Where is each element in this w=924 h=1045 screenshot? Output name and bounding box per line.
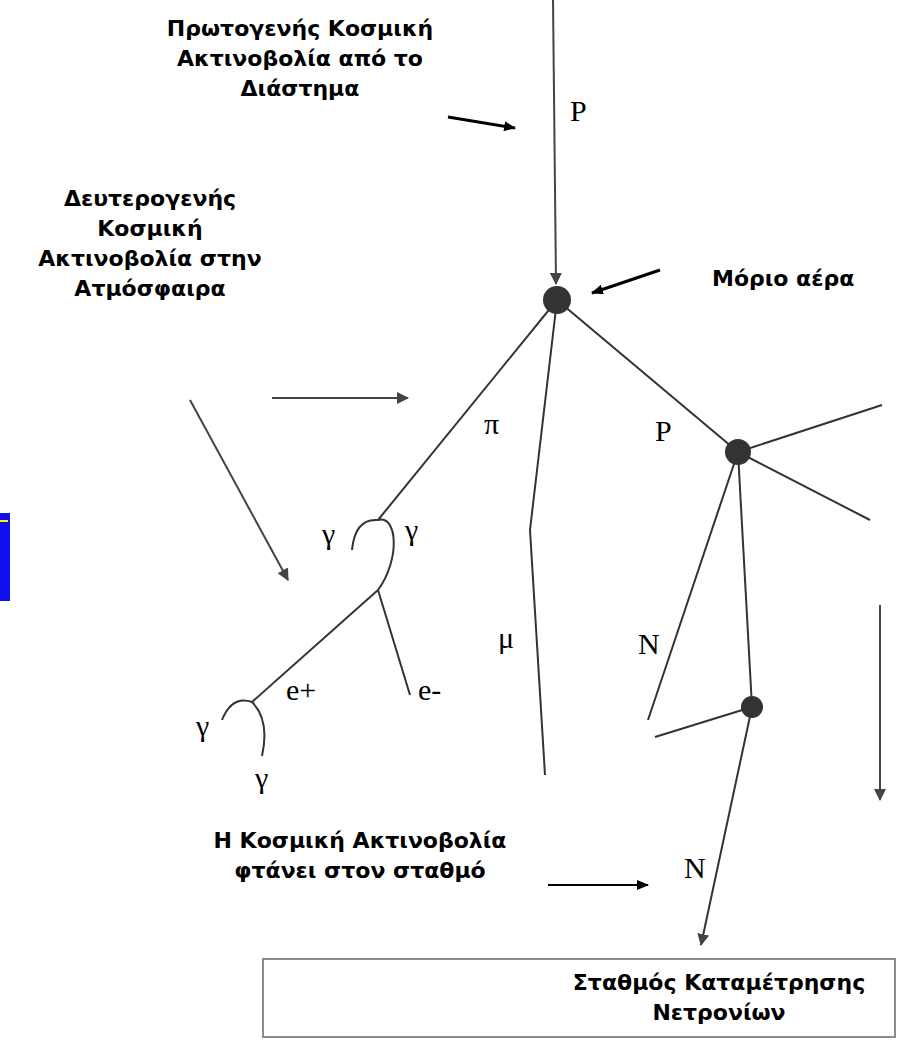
callout-text: Δευτερογενής Κοσμική Ακτινοβολία στην Ατ… — [25, 184, 275, 304]
callout-text: Η Κοσμική Ακτινοβολία φτάνει στον σταθμό — [188, 826, 533, 886]
particle-label: γ — [255, 762, 268, 794]
interaction-dot — [725, 439, 751, 465]
callout-arrow — [190, 400, 288, 580]
particle-label: P — [570, 95, 587, 127]
callout-text: Πρωτογενής Κοσμική Ακτινοβολία από το Δι… — [155, 14, 445, 104]
particle-label: e+ — [286, 674, 316, 706]
particle-label: e- — [418, 674, 441, 706]
primary-track — [553, 0, 556, 284]
callout-arrows — [448, 117, 660, 885]
station-box: Σταθμός Καταμέτρησης Νετρονίων — [262, 958, 896, 1038]
particle-label: γ — [322, 518, 335, 550]
particle-tracks — [222, 300, 882, 775]
particle-label: P — [655, 415, 672, 447]
particle-label: N — [638, 628, 660, 660]
direction-arrow — [879, 605, 881, 800]
box-text: Σταθμός Καταμέτρησης Νετρονίων — [559, 968, 879, 1028]
particle-label: γ — [405, 514, 418, 546]
callout-text: Μόριο αέρα — [712, 264, 854, 294]
particle-label: γ — [196, 710, 209, 742]
particle-label: μ — [498, 622, 514, 654]
particle-label: N — [684, 852, 706, 884]
callout-arrow — [272, 397, 408, 399]
particle-label: π — [484, 408, 499, 440]
slide-fragment — [0, 513, 10, 601]
interaction-dot — [741, 696, 763, 718]
